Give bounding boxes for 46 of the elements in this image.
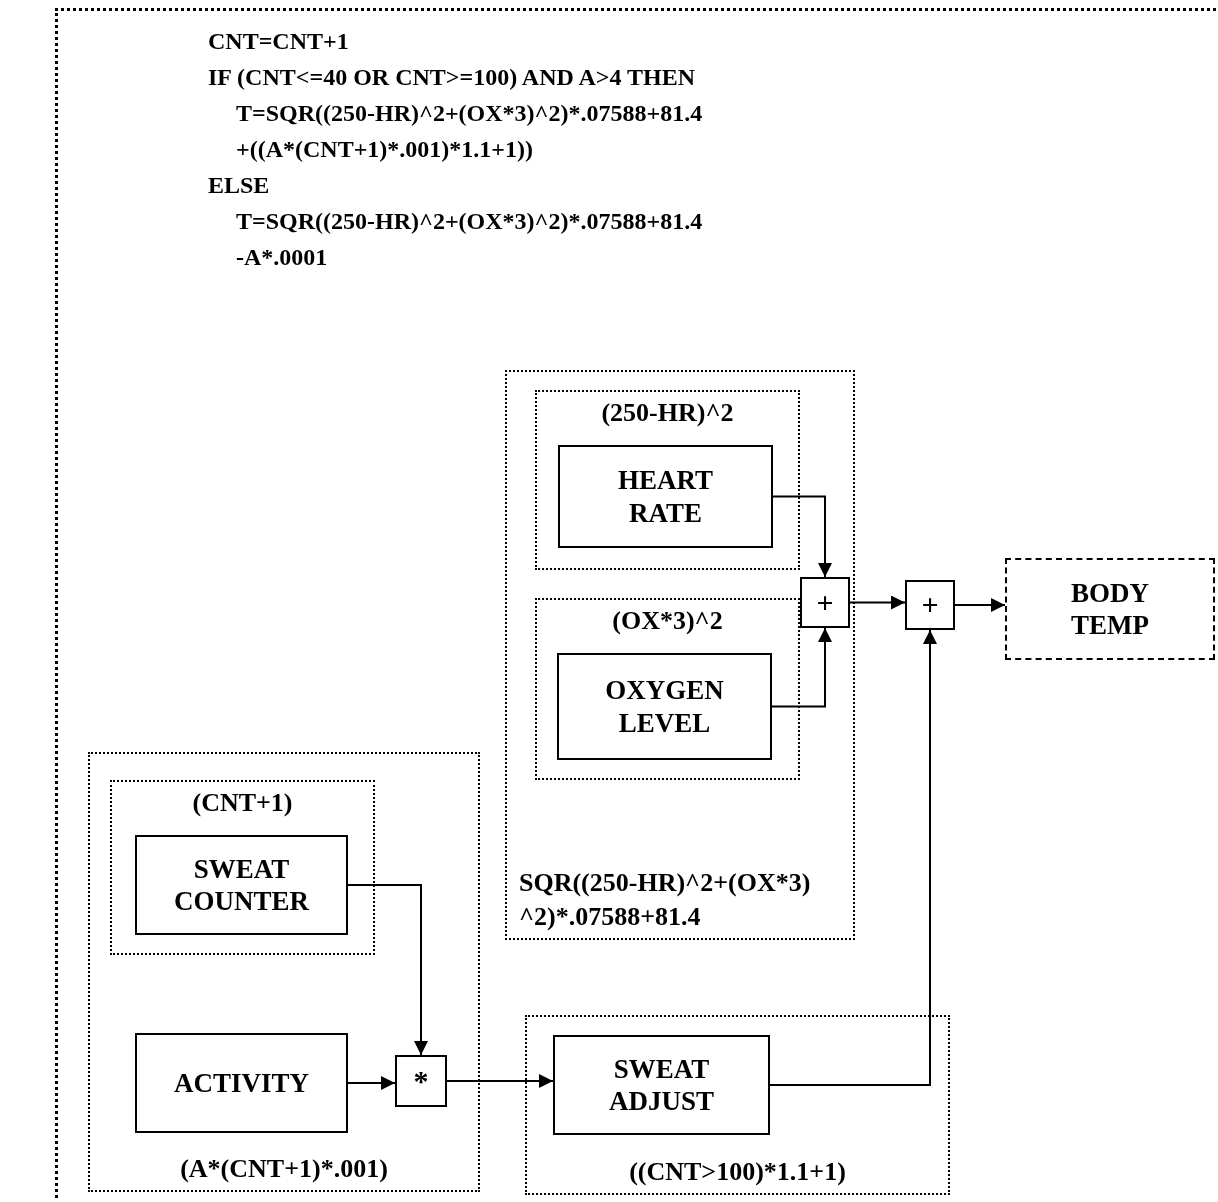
formula-label: (OX*3)^2 — [611, 605, 724, 637]
process-box — [135, 1033, 348, 1133]
code-line: T=SQR((250-HR)^2+(OX*3)^2)*.07588+81.4 — [236, 207, 703, 236]
box-label: SWEAT COUNTER — [173, 852, 311, 918]
code-line: +((A*(CNT+1)*.001)*1.1+1)) — [236, 135, 533, 164]
summing-junction — [800, 577, 850, 628]
dotted-group-frame — [110, 780, 375, 955]
dotted-group-frame — [88, 752, 480, 1192]
process-box — [558, 445, 773, 548]
arrow — [446, 1074, 554, 1088]
dotted-group-frame — [535, 598, 800, 780]
operator-symbol: * — [413, 1063, 429, 1099]
dotted-frame — [55, 8, 1216, 1198]
arrow — [771, 627, 832, 708]
dotted-group-frame — [525, 1015, 950, 1195]
code-line: T=SQR((250-HR)^2+(OX*3)^2)*.07588+81.4 — [236, 99, 703, 128]
formula-label: (CNT+1) — [191, 787, 294, 819]
summing-junction — [395, 1055, 447, 1107]
process-box — [553, 1035, 770, 1135]
arrow — [849, 595, 906, 610]
summing-junction — [905, 580, 955, 630]
formula-label: (A*(CNT+1)*.001) — [179, 1153, 389, 1186]
output-box — [1005, 558, 1215, 660]
operator-symbol: + — [921, 587, 939, 623]
arrow — [772, 495, 832, 578]
arrow — [347, 884, 428, 1056]
operator-symbol: + — [816, 584, 834, 621]
arrow — [347, 1076, 396, 1090]
code-line: IF (CNT<=40 OR CNT>=100) AND A>4 THEN — [208, 63, 696, 92]
code-line: CNT=CNT+1 — [208, 27, 349, 56]
dotted-group-frame — [535, 390, 800, 570]
formula-label: (250-HR)^2 — [600, 397, 735, 429]
formula-label: SQR((250-HR)^2+(OX*3)^2)*.07588+81.4 — [519, 867, 812, 934]
box-label: BODY TEMP — [1070, 576, 1150, 642]
code-line: -A*.0001 — [236, 243, 328, 272]
process-box — [557, 653, 772, 760]
code-line: ELSE — [208, 171, 270, 200]
arrow — [769, 629, 937, 1086]
formula-label: ((CNT>100)*1.1+1) — [628, 1156, 847, 1189]
box-label: ACTIVITY — [173, 1066, 310, 1100]
box-label: HEART RATE — [616, 464, 715, 529]
box-label: OXYGEN LEVEL — [604, 674, 725, 739]
box-label: SWEAT ADJUST — [608, 1052, 715, 1118]
process-box — [135, 835, 348, 935]
dotted-group-frame — [505, 370, 855, 940]
arrow — [954, 598, 1006, 612]
